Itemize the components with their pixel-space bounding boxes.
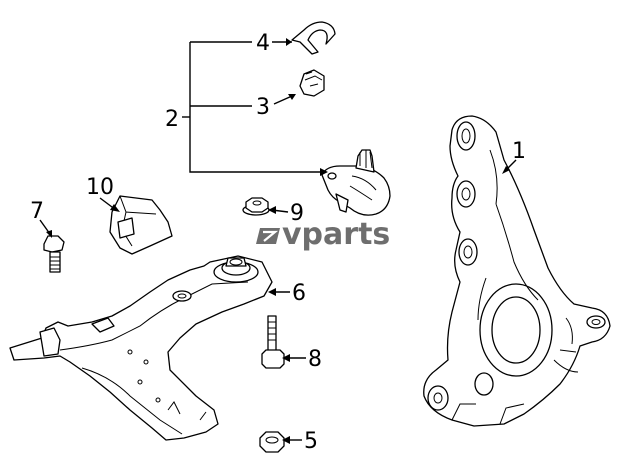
callout-9: 9 (290, 201, 304, 226)
lower-control-arm-part (9, 255, 273, 441)
callout-labels: 1 2 3 4 5 6 7 8 9 10 (30, 31, 526, 454)
callout-5: 5 (304, 429, 318, 454)
ball-joint-part (321, 149, 391, 216)
cotter-pin-part (291, 21, 336, 55)
callout-10: 10 (86, 175, 114, 200)
callout-4: 4 (256, 31, 270, 56)
flange-nut-9-part (242, 197, 270, 216)
watermark: vparts (256, 217, 390, 252)
bracket-part (109, 195, 173, 255)
callout-3: 3 (256, 95, 270, 120)
callout-8: 8 (308, 347, 322, 372)
callout-2: 2 (165, 107, 179, 132)
leader-arrowheads (46, 38, 510, 444)
bolt-7-part (43, 235, 65, 273)
callout-6: 6 (292, 281, 306, 306)
nut-5-part (259, 431, 285, 453)
steering-knuckle-part (423, 115, 611, 427)
callout-7: 7 (30, 199, 44, 224)
watermark-text: vparts (282, 217, 390, 252)
castle-nut-part (299, 69, 325, 97)
callout-1: 1 (512, 139, 526, 164)
watermark-logo-icon (256, 228, 280, 244)
bolt-8-part (261, 315, 285, 369)
